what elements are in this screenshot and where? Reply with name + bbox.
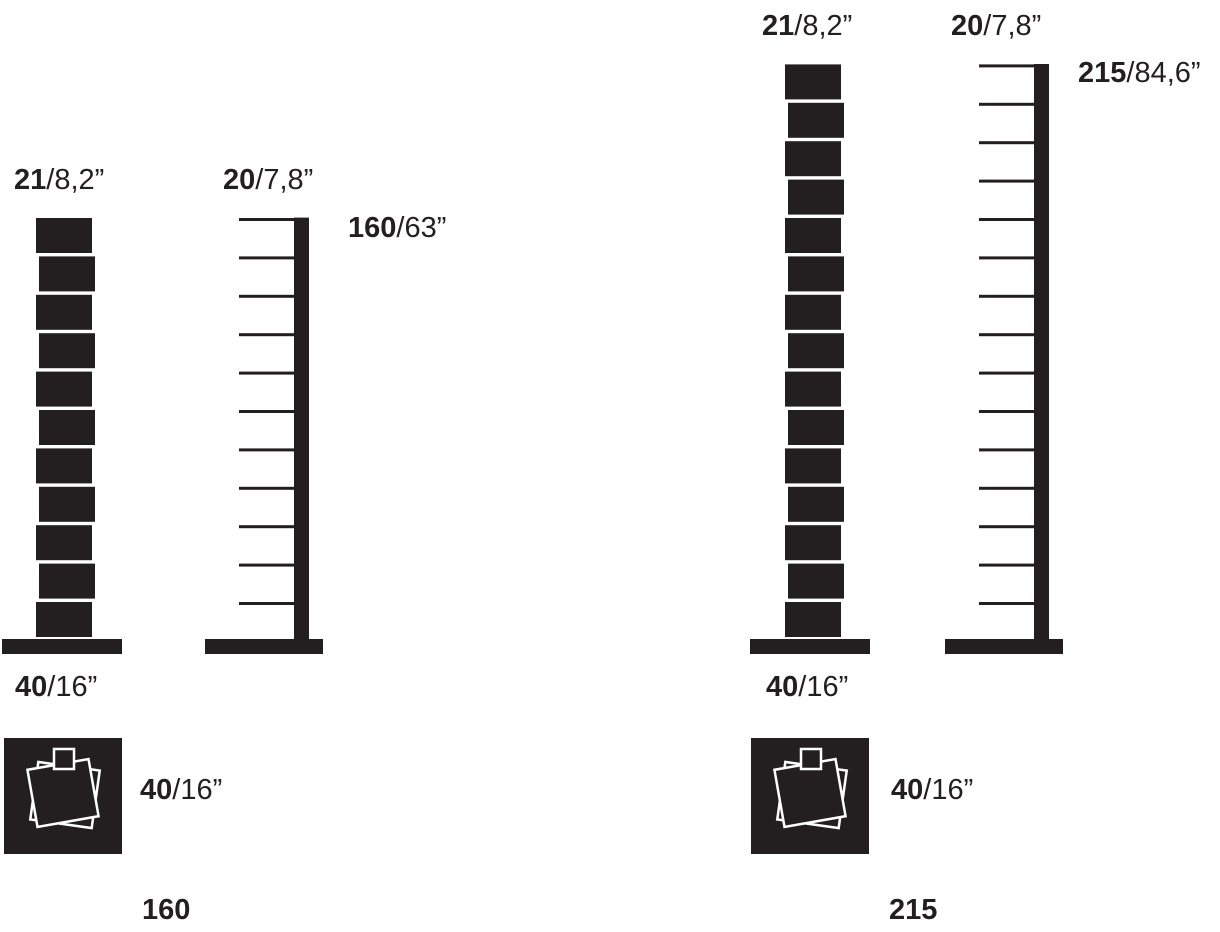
column-post <box>294 217 309 639</box>
shelf-2 <box>239 563 296 567</box>
shelf-8 <box>979 333 1036 337</box>
shelf-5 <box>239 448 296 452</box>
shelf-13 <box>979 141 1036 145</box>
book-13 <box>785 141 841 177</box>
book-6 <box>39 410 95 445</box>
model-label-160: 160 <box>142 894 191 926</box>
shelf-7 <box>239 371 296 375</box>
shelf-3 <box>979 525 1036 529</box>
book-2 <box>39 563 95 599</box>
base-depth-label-215: 40/16” <box>891 774 974 806</box>
shelf-11 <box>979 218 1036 221</box>
model-160-drawing <box>2 217 323 854</box>
base-width-label-215: 40/16” <box>766 671 849 703</box>
book-7 <box>785 371 841 407</box>
column-base <box>945 639 1063 654</box>
plan-view-icon-160 <box>4 738 122 854</box>
book-9 <box>36 294 92 330</box>
height-label-160: 160/63” <box>348 212 447 244</box>
base-depth-label-160: 40/16” <box>140 774 223 806</box>
book-width-label-215: 21/8,2” <box>762 10 853 42</box>
book-4 <box>788 486 844 522</box>
shelf-8 <box>239 333 296 337</box>
shelf-12 <box>979 179 1036 183</box>
shelf-9 <box>979 294 1036 298</box>
shelf-6 <box>979 410 1036 413</box>
base-front-215 <box>750 639 870 654</box>
book-14 <box>788 102 844 138</box>
shelf-9 <box>239 294 296 298</box>
height-label-215: 215/84,6” <box>1078 57 1201 89</box>
book-3 <box>785 525 841 561</box>
book-4 <box>39 486 95 522</box>
shelf-4 <box>979 486 1036 490</box>
book-15 <box>785 64 841 100</box>
book-11 <box>36 218 92 253</box>
shelf-10 <box>239 256 296 260</box>
shelf-5 <box>979 448 1036 452</box>
base-front-160 <box>2 639 122 654</box>
book-1 <box>36 602 92 637</box>
shelf-1 <box>979 602 1036 605</box>
shelf-depth-label-160: 20/7,8” <box>223 164 314 196</box>
plan-view-post-icon <box>799 747 823 771</box>
book-width-label-160: 21/8,2” <box>14 164 105 196</box>
shelf-column-215 <box>945 64 1063 654</box>
book-5 <box>36 448 92 484</box>
book-stack-160 <box>36 218 95 637</box>
book-6 <box>788 410 844 445</box>
book-2 <box>788 563 844 599</box>
book-10 <box>788 256 844 292</box>
book-11 <box>785 218 841 253</box>
book-5 <box>785 448 841 484</box>
shelf-2 <box>979 563 1036 567</box>
model-label-215: 215 <box>889 894 938 926</box>
shelf-11 <box>239 218 296 221</box>
base-width-label-160: 40/16” <box>15 671 98 703</box>
book-8 <box>39 333 95 369</box>
column-base <box>205 639 323 654</box>
shelf-3 <box>239 525 296 529</box>
shelf-10 <box>979 256 1036 260</box>
book-12 <box>788 179 844 215</box>
shelf-7 <box>979 371 1036 375</box>
shelf-14 <box>979 102 1036 106</box>
book-10 <box>39 256 95 292</box>
shelf-4 <box>239 486 296 490</box>
book-3 <box>36 525 92 561</box>
shelf-6 <box>239 410 296 413</box>
shelf-column-160 <box>205 217 323 654</box>
shelf-15 <box>979 64 1036 68</box>
shelf-1 <box>239 602 296 605</box>
plan-view-post-icon <box>52 747 76 771</box>
column-post <box>1034 64 1049 639</box>
book-9 <box>785 294 841 330</box>
book-stack-215 <box>785 64 844 637</box>
book-1 <box>785 602 841 637</box>
book-8 <box>788 333 844 369</box>
plan-view-icon-215 <box>751 738 869 854</box>
model-215-drawing <box>750 64 1063 854</box>
shelf-depth-label-215: 20/7,8” <box>951 10 1042 42</box>
book-7 <box>36 371 92 407</box>
